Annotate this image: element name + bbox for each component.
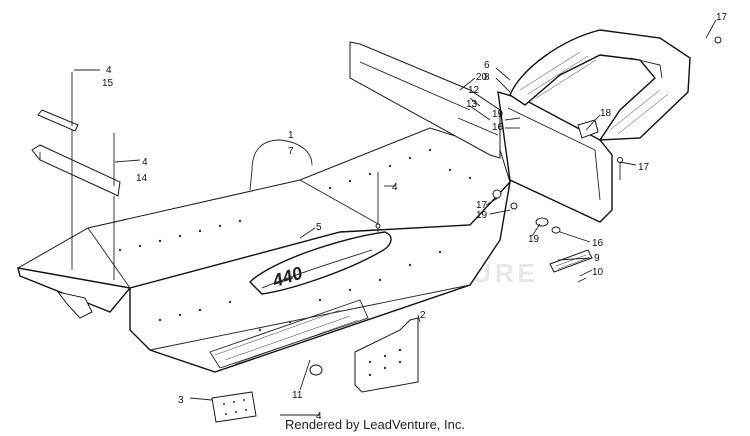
flap-20	[349, 41, 501, 159]
callout-13: 13	[466, 99, 478, 110]
callout-2: 2	[420, 310, 426, 321]
callout-16-a: 16	[492, 122, 504, 133]
callout-19-a: 19	[492, 109, 504, 120]
callout-17-c: 17	[638, 162, 650, 173]
callout-19-b: 19	[476, 210, 488, 221]
callout-18: 18	[600, 108, 612, 119]
callout-6: 6	[484, 60, 490, 71]
callout-15: 15	[102, 78, 114, 89]
callout-4-d: 4	[316, 411, 322, 422]
strip-9	[549, 249, 593, 273]
callout-11: 11	[292, 390, 303, 401]
callout-3: 3	[178, 395, 184, 406]
callout-5: 5	[316, 222, 322, 233]
bolt-center	[375, 172, 381, 232]
leader-lines	[74, 19, 717, 416]
grab-bar	[509, 29, 691, 141]
callout-4-a: 4	[106, 65, 112, 76]
callout-20: 20	[476, 72, 488, 83]
callout-17-a: 17	[716, 12, 728, 23]
callout-19-c: 19	[528, 234, 540, 245]
plate-3	[211, 391, 257, 423]
bolt-17-lower	[617, 157, 623, 180]
callout-17-b: 17	[476, 200, 488, 211]
tunnel-rivets	[118, 148, 472, 332]
bumper-11	[309, 364, 323, 376]
callout-7: 7	[288, 146, 294, 157]
bolt-17-upper	[714, 36, 722, 44]
clip-18	[577, 119, 599, 139]
callout-14: 14	[136, 173, 148, 184]
bracket-15	[37, 72, 79, 132]
hardware-cluster	[492, 189, 561, 234]
bracket-14	[31, 133, 121, 197]
callout-4-c: 4	[392, 182, 398, 193]
callout-9: 9	[594, 253, 600, 264]
callout-4-b: 4	[142, 157, 148, 168]
rear-flap	[497, 91, 613, 223]
tunnel-panel	[16, 127, 512, 373]
callout-10: 10	[592, 267, 604, 278]
callout-12: 12	[468, 85, 480, 96]
footer-credit: Rendered by LeadVenture, Inc.	[285, 417, 465, 432]
callout-16-b: 16	[592, 238, 604, 249]
callout-8: 8	[484, 72, 490, 83]
callout-labels: 1 7 2 3 4 15 4 14 4 4 5 6 8 9 10 11 20 1…	[102, 12, 728, 422]
bracket-2	[354, 317, 419, 393]
screw-10	[577, 277, 587, 283]
callout-1: 1	[288, 130, 294, 141]
